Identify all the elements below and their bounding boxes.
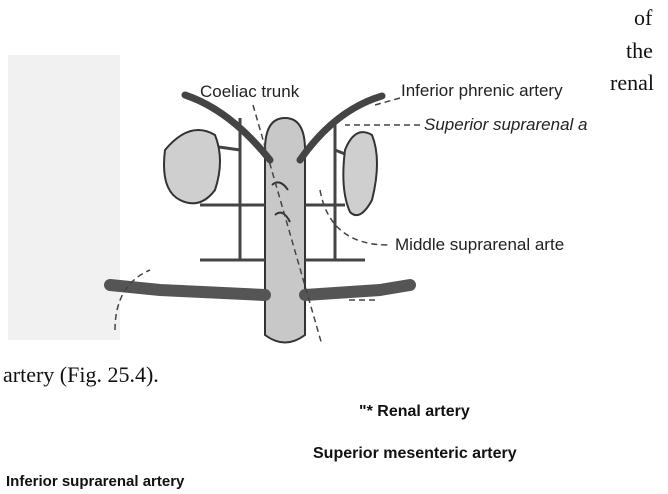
aorta: [265, 118, 305, 343]
anatomy-figure: [0, 0, 668, 360]
continuation-text: artery (Fig. 25.4).: [3, 362, 159, 388]
faded-text-block: [8, 55, 120, 340]
label-coeliac-trunk: Coeliac trunk: [200, 82, 299, 102]
right-column-word-of: of: [634, 5, 652, 31]
label-superior-suprarenal: Superior suprarenal a: [424, 115, 587, 135]
left-suprarenal-gland: [164, 130, 220, 203]
label-middle-suprarenal: Middle suprarenal arte: [395, 235, 564, 255]
right-suprarenal-gland: [343, 132, 377, 215]
renal-arteries: [110, 285, 410, 295]
caption-superior-mesenteric-artery: Superior mesenteric artery: [313, 445, 517, 463]
caption-inferior-suprarenal-artery: Inferior suprarenal artery: [6, 473, 184, 490]
caption-renal-artery: "* Renal artery: [359, 403, 470, 421]
label-inferior-phrenic-artery: Inferior phrenic artery: [401, 81, 563, 101]
right-column-word-the: the: [626, 38, 653, 64]
right-column-word-renal: renal: [610, 70, 654, 96]
